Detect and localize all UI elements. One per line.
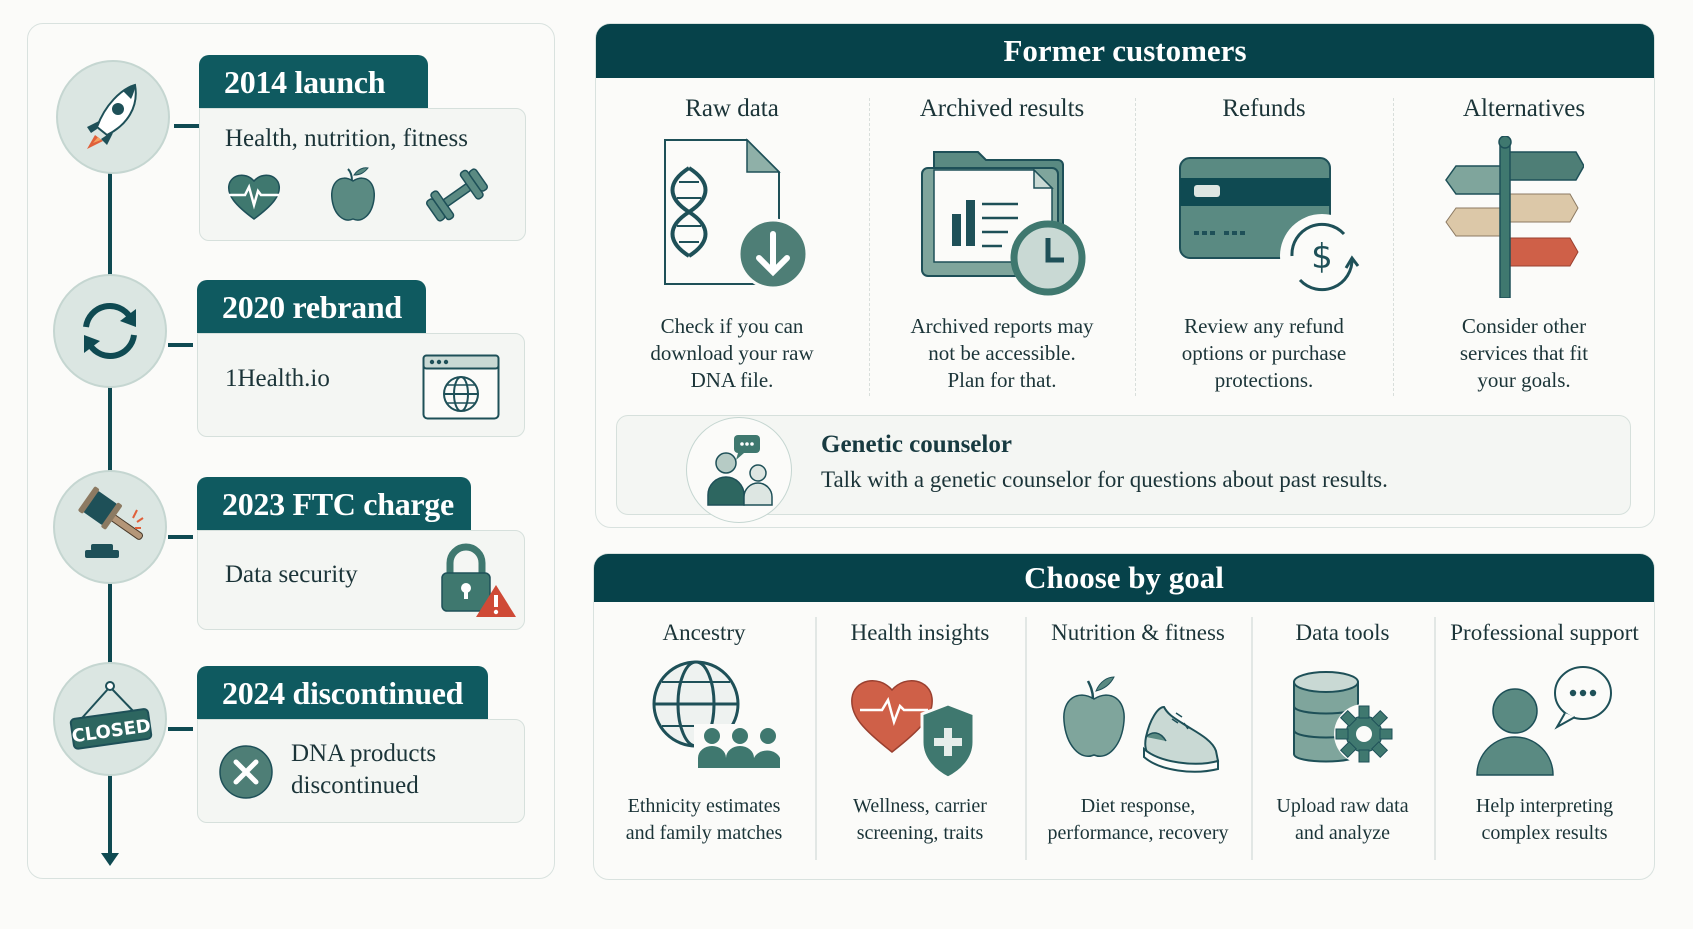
fc-column-archived-results: Archived results xyxy=(869,95,1135,123)
folder-report-clock-icon xyxy=(921,151,1086,296)
column-title: Refunds xyxy=(1222,95,1306,122)
column-divider xyxy=(869,98,870,396)
counselor-circle xyxy=(686,417,792,523)
column-divider xyxy=(1393,98,1394,396)
goal-column-ancestry[interactable]: Ancestry xyxy=(662,620,746,645)
svg-text:$: $ xyxy=(1311,237,1333,277)
heart-shield-icon xyxy=(851,680,976,780)
column-divider xyxy=(815,617,817,860)
timeline-arrow-icon xyxy=(101,853,119,866)
person-chat-icon xyxy=(1476,666,1612,776)
timeline-connector xyxy=(168,535,193,539)
event-tag-2020: 2020 rebrand xyxy=(197,280,426,334)
goal-desc-health-insights: Wellness, carrier screening, traits xyxy=(853,795,987,844)
x-circle-icon xyxy=(219,745,273,799)
event-text: 1Health.io xyxy=(225,365,330,392)
event-tag-2024: 2024 discontinued xyxy=(197,666,488,720)
gavel-circle xyxy=(53,470,167,584)
event-card-2024: DNA products discontinued xyxy=(197,719,525,823)
timeline-connector xyxy=(174,124,199,128)
event-tag-2014: 2014 launch xyxy=(199,55,428,109)
column-divider xyxy=(1434,617,1436,860)
gavel-icon xyxy=(78,486,144,558)
fc-desc-raw-data: Check if you can download your raw DNA f… xyxy=(650,314,814,392)
column-divider xyxy=(1135,98,1136,396)
apple-sneaker-icon xyxy=(1063,676,1220,773)
refresh-circle xyxy=(53,274,167,388)
column-title: Alternatives xyxy=(1462,95,1586,122)
column-title: Archived results xyxy=(919,95,1085,122)
fc-desc-archived-results: Archived reports may not be accessible. … xyxy=(910,314,1094,392)
closed-sign-icon: CLOSED xyxy=(69,681,152,750)
event-card-2014: Health, nutrition, fitness xyxy=(199,108,526,241)
browser-globe-icon xyxy=(422,354,500,420)
lock-warning-icon xyxy=(441,543,516,617)
fc-column-refunds: Refunds xyxy=(1135,95,1393,123)
dumbbell-icon xyxy=(425,168,489,222)
timeline-connector xyxy=(168,727,193,731)
event-text: Health, nutrition, fitness xyxy=(225,125,469,152)
goal-column-professional-support[interactable]: Professional support xyxy=(1450,620,1639,645)
event-card-2020: 1Health.io xyxy=(197,333,525,437)
column-divider xyxy=(1025,617,1027,860)
database-gear-icon xyxy=(1293,671,1394,764)
goal-desc-nutrition-fitness: Diet response, performance, recovery xyxy=(1047,795,1229,844)
counselor-text: Talk with a genetic counselor for questi… xyxy=(821,467,1388,492)
fc-column-alternatives: Alternatives xyxy=(1393,95,1655,123)
event-tag-2023: 2023 FTC charge xyxy=(197,477,471,531)
refresh-icon xyxy=(83,302,137,360)
goal-column-data-tools[interactable]: Data tools xyxy=(1295,620,1390,645)
fc-column-raw-data: Raw data xyxy=(595,95,869,123)
closed-sign-circle: CLOSED xyxy=(53,662,167,776)
goal-desc-professional-support: Help interpreting complex results xyxy=(1475,795,1614,844)
heart-pulse-icon xyxy=(227,174,281,220)
counselor-people-icon xyxy=(707,435,773,506)
fc-desc-refunds: Review any refund options or purchase pr… xyxy=(1181,314,1347,392)
choose-by-goal-header: Choose by goal xyxy=(594,554,1654,602)
fc-desc-alternatives: Consider other services that fit your go… xyxy=(1459,314,1589,392)
goal-desc-ancestry: Ethnicity estimates and family matches xyxy=(625,795,783,844)
dna-file-download-icon xyxy=(664,138,809,290)
event-text-line1: DNA products xyxy=(291,740,437,767)
goal-column-health-insights[interactable]: Health insights xyxy=(850,620,990,645)
rocket-circle xyxy=(56,60,170,174)
counselor-title: Genetic counselor xyxy=(821,431,1012,458)
goal-desc-data-tools: Upload raw data and analyze xyxy=(1276,795,1409,844)
event-text-line2: discontinued xyxy=(291,772,419,799)
credit-card-refund-icon: $ xyxy=(1179,157,1364,298)
globe-people-icon xyxy=(652,660,780,770)
column-title: Raw data xyxy=(685,95,779,122)
column-divider xyxy=(1251,617,1253,860)
former-customers-header: Former customers xyxy=(596,24,1654,78)
rocket-icon xyxy=(87,83,137,149)
goal-column-nutrition-fitness[interactable]: Nutrition & fitness xyxy=(1051,620,1225,645)
timeline-connector xyxy=(168,343,193,347)
apple-icon xyxy=(331,167,375,221)
signpost-icon xyxy=(1445,136,1584,298)
event-card-2023: Data security xyxy=(197,530,525,630)
event-text: Data security xyxy=(225,561,358,588)
